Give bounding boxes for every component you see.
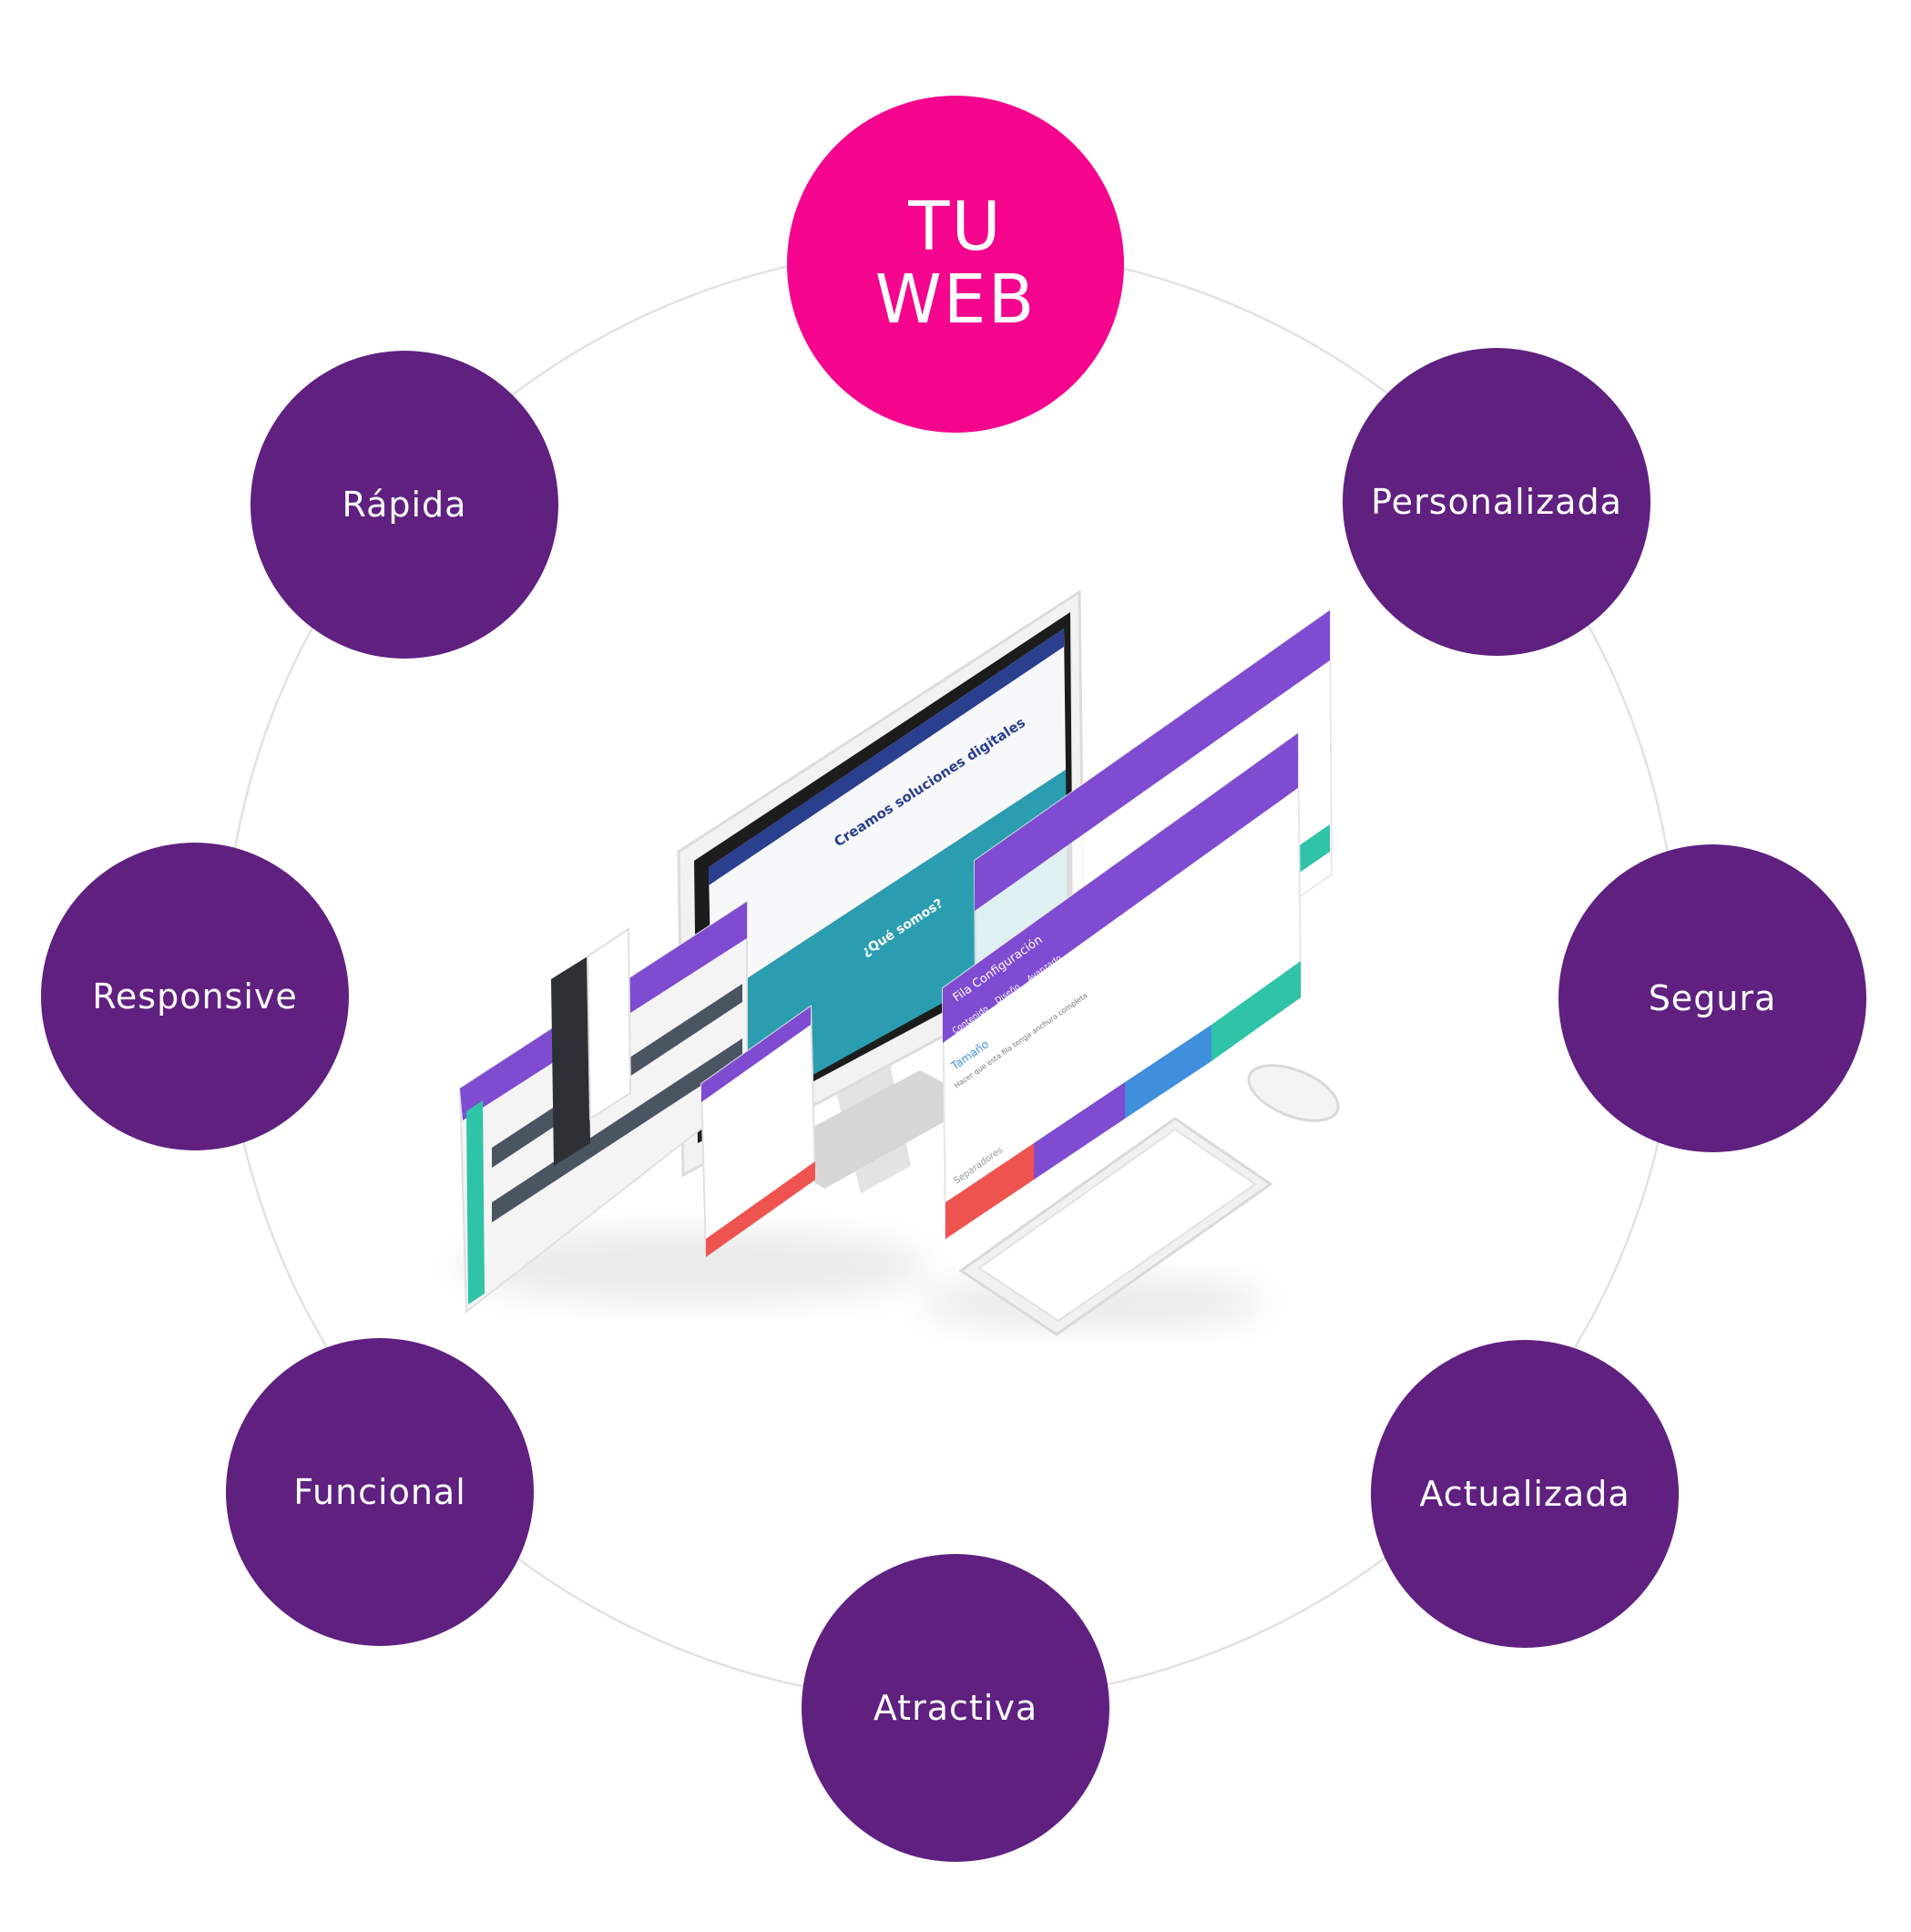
keyboard-keys [977, 1128, 1257, 1323]
monitor-base [765, 1070, 979, 1189]
feature-label: Responsive [92, 976, 298, 1017]
feature-node-segura: Segura [1558, 844, 1866, 1152]
center-line-2: WEB [874, 261, 1037, 339]
left-panel-side [466, 1100, 485, 1304]
monitor-screen-top [709, 629, 1066, 1002]
feature-label: Atractiva [873, 1688, 1038, 1728]
feature-node-funcional: Funcional [226, 1338, 534, 1646]
center-line-1: TU [908, 188, 1003, 267]
floor-shadow [455, 1230, 929, 1303]
feature-node-atractiva: Atractiva [802, 1554, 1109, 1862]
feature-node-actualizada: Actualizada [1371, 1340, 1679, 1648]
small-panel-header [701, 1007, 811, 1102]
left-panel-card [586, 927, 632, 1120]
feature-node-responsive: Responsive [41, 843, 349, 1150]
config-panel-footer-red [945, 1143, 1034, 1239]
monitor-navbar [709, 629, 1064, 885]
left-panel-row [492, 1038, 742, 1222]
config-panel-back-header [975, 610, 1330, 911]
config-panel-footer-purple [1034, 1082, 1125, 1180]
mouse [1247, 1064, 1340, 1122]
left-panel-dark-sidebar [551, 956, 590, 1166]
feature-label: Rápida [342, 485, 467, 525]
feature-label: Funcional [293, 1472, 466, 1512]
feature-node-personalizada: Personalizada [1343, 348, 1650, 656]
feature-label: Personalizada [1371, 482, 1622, 522]
center-node-tu-web: TU WEB [787, 96, 1124, 433]
small-panel-footer [706, 1161, 815, 1257]
config-panel-front-header [943, 733, 1298, 1043]
feature-node-rapida: Rápida [250, 351, 558, 659]
feature-label: Segura [1648, 978, 1777, 1018]
config-panel-footer-teal [1211, 961, 1301, 1061]
config-panel-footer-blue [1125, 1025, 1211, 1119]
feature-label: Actualizada [1419, 1474, 1630, 1514]
